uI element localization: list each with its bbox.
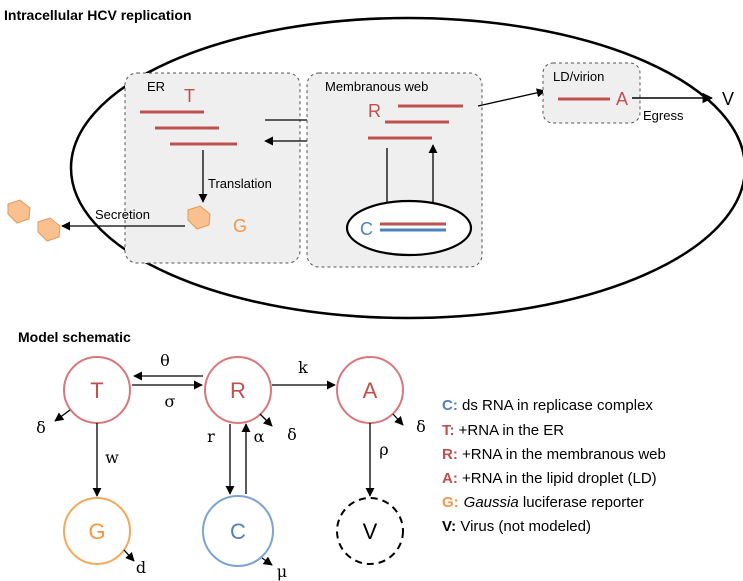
node-G	[63, 497, 131, 565]
node-T-label: T	[90, 378, 103, 403]
secreted-protein-icon-2	[37, 217, 61, 242]
er-box	[124, 72, 301, 264]
secreted-protein-icon-1	[7, 199, 31, 224]
node-V	[336, 497, 404, 565]
G-label: G	[233, 216, 247, 236]
bottom-title: Model schematic	[18, 329, 131, 345]
legend-item-T: T: +RNA in the ER	[442, 422, 564, 439]
C-decay-arrow	[261, 556, 273, 566]
legend-item-G: G:Gaussia luciferase reporter	[442, 494, 644, 511]
V-label: V	[722, 89, 734, 109]
legend-item-C: C: ds RNA in replicase complex	[442, 397, 653, 414]
node-G-label: G	[88, 519, 105, 544]
node-V-label: V	[363, 519, 378, 544]
translation-label: Translation	[208, 176, 272, 191]
R-delta-label: δ	[287, 425, 297, 444]
top-title: Intracellular HCV replication	[4, 7, 192, 23]
legend-item-A: A: +RNA in the lipid droplet (LD)	[442, 470, 657, 487]
egress-label: Egress	[643, 108, 684, 123]
web-to-ld-arrow	[477, 88, 546, 107]
er-label: ER	[147, 79, 165, 94]
A-degradation-arrow	[392, 413, 404, 426]
R-degradation-arrow	[259, 413, 273, 427]
node-C-label: C	[230, 519, 246, 544]
r-label: r	[207, 427, 215, 446]
legend: C: ds RNA in replicase complex T: +RNA i…	[442, 397, 666, 535]
theta-label: θ	[160, 351, 170, 370]
cell-ellipse	[69, 16, 743, 320]
node-R-label: R	[230, 378, 246, 403]
legend-item-V: V: Virus (not modeled)	[442, 518, 591, 535]
w-label: w	[105, 448, 119, 467]
k-label: k	[298, 358, 308, 377]
secretion-label: Secretion	[95, 207, 150, 222]
d-label: d	[136, 558, 146, 577]
C-label: C	[360, 219, 373, 239]
web-label: Membranous web	[325, 79, 428, 94]
gaussia-protein-icon	[187, 205, 211, 230]
er-T-label: T	[184, 86, 195, 106]
legend-item-R: R: +RNA in the membranous web	[442, 446, 666, 463]
ld-label: LD/virion	[553, 69, 604, 84]
alpha-label: α	[254, 427, 265, 446]
ld-virion-box	[542, 62, 641, 124]
node-R	[204, 356, 272, 424]
node-A-label: A	[363, 378, 378, 403]
G-decay-arrow	[123, 549, 135, 562]
T-delta-label: δ	[36, 418, 46, 437]
sigma-label: σ	[165, 392, 176, 411]
mu-label: μ	[277, 562, 287, 581]
rho-label: ρ	[379, 440, 388, 459]
web-R-label: R	[368, 101, 381, 121]
node-C	[202, 495, 274, 567]
T-degradation-arrow	[54, 409, 71, 422]
replicase-complex-ellipse	[345, 199, 473, 257]
A-delta-label: δ	[416, 417, 426, 436]
ld-A-label: A	[616, 89, 628, 109]
